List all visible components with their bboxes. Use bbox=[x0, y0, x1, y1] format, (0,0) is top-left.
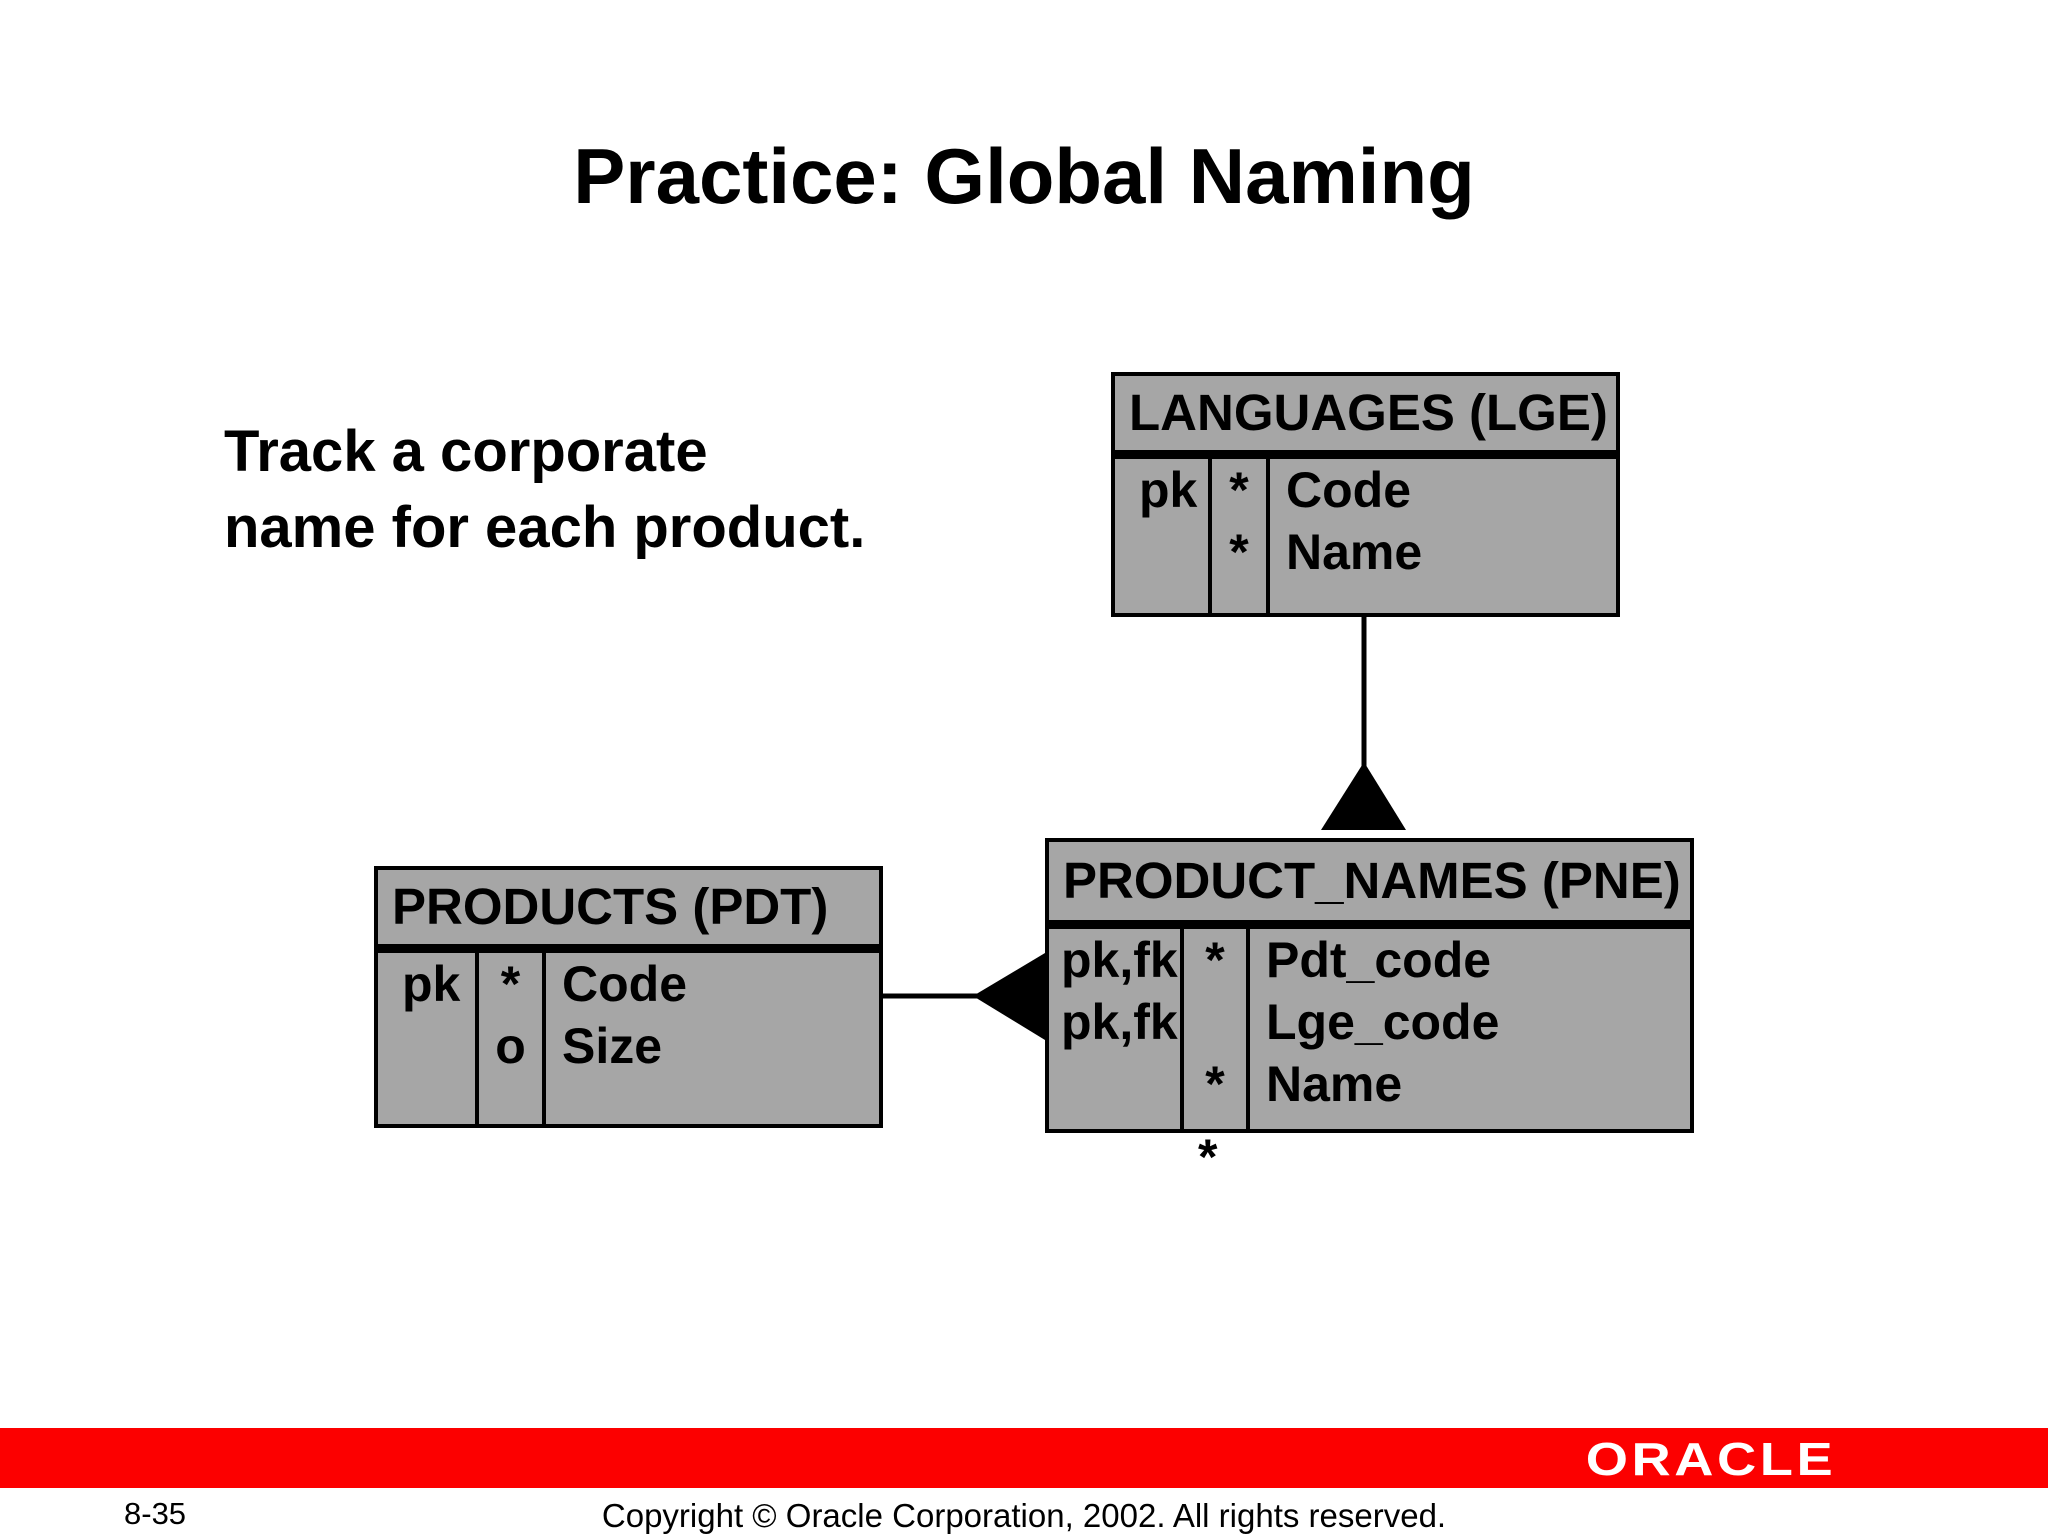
entity-product-names: PRODUCT_NAMES (PNE) pk,fk pk,fk * * Pdt_… bbox=[1045, 838, 1694, 1133]
key-cell bbox=[1115, 521, 1208, 583]
key-cell: pk,fk bbox=[1061, 994, 1178, 1050]
key-cell bbox=[1049, 1053, 1180, 1115]
attribute-cell: Name bbox=[1286, 524, 1423, 580]
attribute-cell: Pdt_code bbox=[1266, 932, 1492, 988]
attribute-column: Code Size bbox=[546, 953, 879, 1124]
page-number: 8-35 bbox=[124, 1496, 187, 1531]
key-cell: pk bbox=[402, 956, 461, 1012]
footer-red-band bbox=[0, 1428, 2048, 1488]
optionality-cell: o bbox=[495, 1018, 526, 1074]
key-column: pk bbox=[1115, 459, 1212, 613]
attribute-cell: Code bbox=[562, 956, 687, 1012]
intro-line-2: name for each product. bbox=[224, 495, 866, 560]
key-column: pk bbox=[378, 953, 479, 1124]
attribute-column: Code Name bbox=[1270, 459, 1616, 613]
languages-crows-foot-triangle bbox=[1321, 762, 1406, 830]
entity-title: LANGUAGES (LGE) bbox=[1115, 376, 1616, 459]
entity-languages: LANGUAGES (LGE) pk * * Code Name bbox=[1111, 372, 1620, 617]
optionality-cell: * bbox=[1229, 462, 1249, 518]
oracle-logo: ORACLE bbox=[1585, 1433, 1836, 1485]
key-cell bbox=[378, 1015, 475, 1077]
key-cell: pk bbox=[1139, 462, 1198, 518]
intro-text: Track a corporate name for each product. bbox=[224, 414, 865, 566]
copyright-text: Copyright © Oracle Corporation, 2002. Al… bbox=[601, 1497, 1447, 1534]
key-column: pk,fk pk,fk bbox=[1049, 929, 1184, 1129]
optionality-cell: * bbox=[1229, 524, 1249, 580]
extra-asterisk: * bbox=[1198, 1129, 1218, 1185]
optionality-cell: * bbox=[500, 956, 521, 1012]
optionality-column: * * bbox=[1184, 929, 1250, 1129]
attribute-cell: Lge_code bbox=[1266, 994, 1500, 1050]
products-crows-foot-triangle bbox=[973, 953, 1045, 1040]
entity-products: PRODUCTS (PDT) pk * o Code Size bbox=[374, 866, 883, 1128]
optionality-cell: * bbox=[1205, 932, 1225, 988]
optionality-column: * o bbox=[479, 953, 546, 1124]
slide-title: Practice: Global Naming bbox=[573, 132, 1475, 220]
intro-line-1: Track a corporate bbox=[224, 419, 708, 484]
entity-title: PRODUCT_NAMES (PNE) bbox=[1049, 842, 1690, 929]
attribute-column: Pdt_code Lge_code Name bbox=[1250, 929, 1690, 1129]
optionality-column: * * bbox=[1212, 459, 1270, 613]
attribute-cell: Name bbox=[1266, 1056, 1403, 1112]
attribute-cell: Size bbox=[562, 1018, 663, 1074]
optionality-cell bbox=[1184, 991, 1246, 1053]
attribute-cell: Code bbox=[1286, 462, 1411, 518]
key-cell: pk,fk bbox=[1061, 932, 1178, 988]
entity-title: PRODUCTS (PDT) bbox=[378, 870, 879, 953]
optionality-cell: * bbox=[1205, 1056, 1225, 1112]
